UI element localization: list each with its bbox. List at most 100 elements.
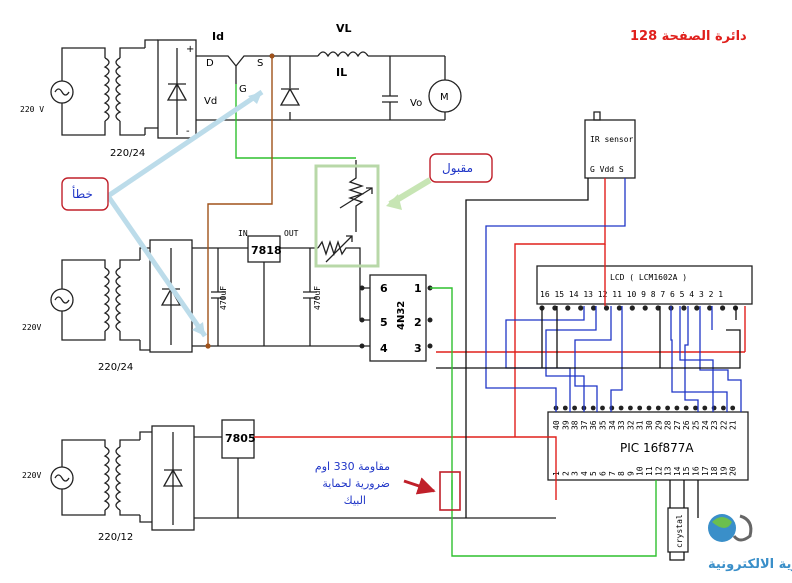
rect-minus: -: [186, 126, 190, 137]
pic-top-pin-label: 24: [701, 420, 710, 430]
pic-top-pin-label: 33: [617, 420, 626, 430]
label-s: S: [257, 58, 263, 69]
pic-top-pin-label: 34: [608, 420, 617, 430]
transformer-icon: [103, 57, 110, 122]
reg-in-label: IN: [238, 229, 248, 238]
label-vl: VL: [336, 22, 352, 35]
resistor-highlight-box: [439, 471, 461, 511]
bottom-voltage: 220V: [22, 471, 41, 480]
opto-pin-2: 2: [414, 316, 422, 329]
black-wires: [436, 178, 741, 561]
ir-sensor-pins: G Vdd S: [590, 165, 624, 174]
label-vd: Vd: [204, 96, 217, 107]
accepted-highlight-box: [314, 164, 380, 268]
motor-icon: [428, 79, 462, 113]
pic-top-pin-label: 40: [552, 420, 561, 430]
lcd-pin-dot: [694, 305, 700, 311]
lcd-pin-row: 16 15 14 13 12 11 10 9 8 7 6 5 4 3 2 1: [540, 290, 723, 299]
label-motor: M: [440, 92, 449, 103]
pic-top-pin-dot: [618, 405, 624, 411]
pic-bottom-pin-label: 4: [580, 471, 589, 476]
pic-top-pin-label: 35: [599, 420, 608, 430]
lcd-pin-dots: [539, 305, 739, 311]
pic-top-pin-dot: [572, 405, 577, 411]
pic-top-pin-dot: [562, 405, 568, 411]
pic-bottom-pin-label: 20: [729, 466, 738, 476]
pic-top-pin-dot: [730, 405, 736, 411]
pic-top-pin-label: 29: [654, 420, 663, 430]
accepted-label-box: [429, 153, 493, 183]
pic-top-pin-label: 23: [710, 420, 719, 430]
wrong-label: خطأ: [72, 185, 93, 201]
pic-top-pin-label: 30: [645, 420, 654, 430]
pic-top-pin-label: 22: [719, 420, 728, 430]
pic-top-pin-label: 36: [589, 420, 598, 430]
wrong-label-box: [61, 177, 109, 211]
resistor-note-3: البيك: [344, 494, 366, 507]
pic-bottom-pin-label: 14: [673, 466, 682, 476]
pic-bottom-pin-label: 16: [692, 466, 701, 476]
pic-top-pin-label: 26: [682, 420, 691, 430]
opto-pin-1: 1: [414, 282, 422, 295]
bottom-transformer-ratio: 220/12: [98, 532, 133, 543]
lcd-pin-dot: [616, 305, 623, 311]
blue-wires: [485, 178, 742, 412]
label-vo: Vo: [410, 98, 422, 109]
accepted-label: مقبول: [442, 161, 473, 176]
top-transformer-ratio: 220/24: [110, 148, 145, 159]
pic-top-pin-label: 37: [580, 420, 589, 430]
cap1-label: 470uF: [219, 286, 228, 310]
middle-circuit: [50, 160, 427, 362]
pic-top-pin-label: 21: [729, 420, 738, 430]
opto-pin-4: 4: [380, 342, 388, 355]
reg-out-label: OUT: [284, 229, 299, 238]
logo-text: القرية الالكترونية: [708, 557, 792, 572]
pic-bottom-pin-label: 2: [561, 471, 570, 476]
middle-voltage: 220V: [22, 323, 41, 332]
pic-bottom-pin-label: 18: [710, 466, 719, 476]
top-circuit: [50, 39, 462, 139]
lcd-pin-dot: [591, 305, 597, 311]
lcd-pin-dot: [552, 305, 558, 311]
pic-bottom-pin-label: 10: [636, 466, 645, 476]
top-voltage: 220 V: [20, 105, 44, 114]
opto-pin-5: 5: [380, 316, 388, 329]
lcd-pin-dot: [720, 305, 726, 311]
pic-bottom-pin-label: 8: [617, 471, 626, 476]
pic-bottom-pin-label: 13: [664, 466, 673, 476]
regulator-7805: 7805: [225, 432, 256, 445]
label-d: D: [206, 58, 214, 69]
lcd-label: LCD ( LCM1602A ): [610, 273, 687, 282]
pic-bottom-pin-label: 19: [719, 466, 728, 476]
resistor-note-1: مقاومة 330 اوم: [315, 460, 390, 473]
pic-top-pin-dot: [674, 405, 680, 411]
pic-top-pin-dot: [609, 405, 615, 411]
pic-bottom-pin-label: 11: [645, 466, 654, 476]
red-wires: [254, 178, 746, 500]
wrong-arrow: [105, 89, 264, 338]
lcd-box: [536, 265, 753, 305]
pic-top-pin-dot: [655, 405, 661, 411]
pic-pin-dots: [553, 405, 736, 411]
pic-bottom-pin-label: 7: [608, 471, 617, 476]
pic-bottom-pin-label: 5: [589, 471, 598, 476]
lcd-pin-dot: [565, 305, 571, 311]
optocoupler-box: [369, 274, 427, 362]
crystal-box: [667, 507, 689, 553]
village-logo: [708, 514, 753, 542]
pic-top-pin-label: 38: [571, 420, 580, 430]
pic-top-pin-dot: [721, 405, 726, 411]
label-g: G: [239, 84, 247, 95]
rectifier-box: [157, 39, 197, 139]
resistor-note-2: ضرورية لحماية: [322, 477, 390, 490]
pic-bottom-pin-label: 3: [571, 471, 580, 476]
inductor-icon: [317, 51, 369, 58]
pic-bottom-pin-label: 12: [654, 466, 663, 476]
pic-bottom-pin-label: 6: [599, 471, 608, 476]
ir-sensor-label: IR sensor: [590, 135, 634, 144]
pic-top-pin-dot: [600, 405, 605, 411]
pic-top-pin-label: 39: [561, 420, 570, 430]
pic-top-pin-dot: [693, 405, 698, 411]
